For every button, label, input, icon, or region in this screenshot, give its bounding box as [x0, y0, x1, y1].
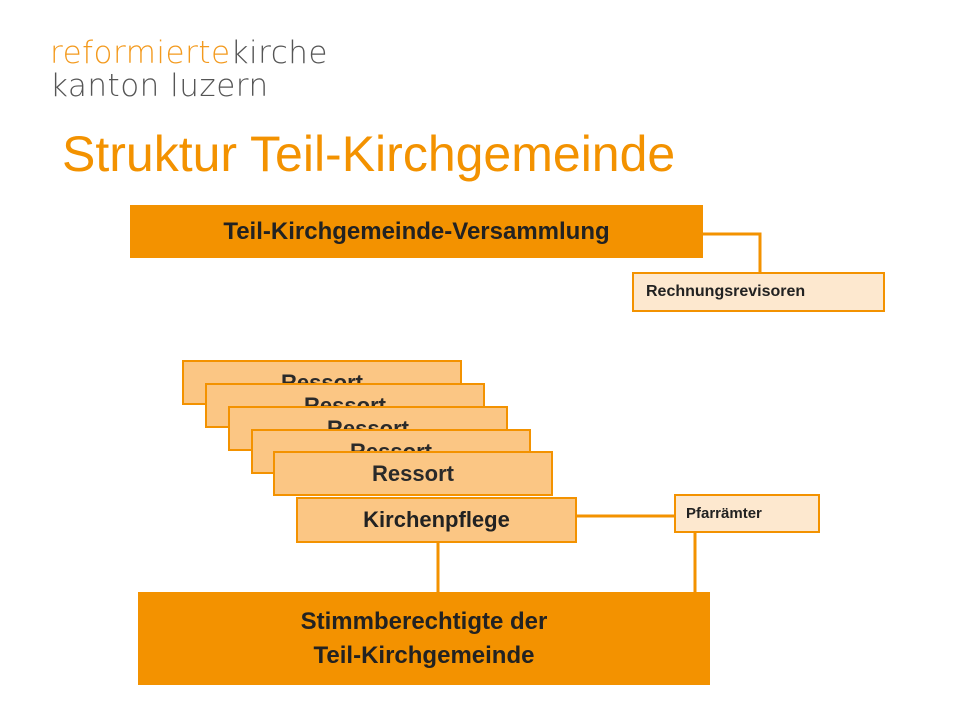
logo-line-2: kanton luzern	[50, 68, 269, 104]
slide-title: Struktur Teil-Kirchgemeinde	[62, 126, 676, 182]
voters-line-2: Teil-Kirchgemeinde	[313, 641, 535, 669]
connector-assembly-auditors	[703, 232, 762, 272]
logo-line-1: reformiertekirche	[50, 38, 328, 71]
department-box-5: Ressort	[273, 451, 553, 496]
logo-word-reformierte: reformierte	[50, 35, 231, 71]
assembly-box: Teil-Kirchgemeinde-Versammlung	[130, 205, 703, 258]
voters-box: Stimmberechtigte der Teil-Kirchgemeinde	[138, 592, 710, 685]
church-logo: reformiertekirche kanton luzern	[50, 38, 328, 104]
auditors-box: Rechnungsrevisoren	[632, 272, 885, 312]
parish-offices-box: Pfarrämter	[674, 494, 820, 533]
logo-word-kirche: kirche	[230, 35, 328, 71]
voters-line-1: Stimmberechtigte der	[300, 607, 548, 635]
church-board-box: Kirchenpflege	[296, 497, 577, 543]
